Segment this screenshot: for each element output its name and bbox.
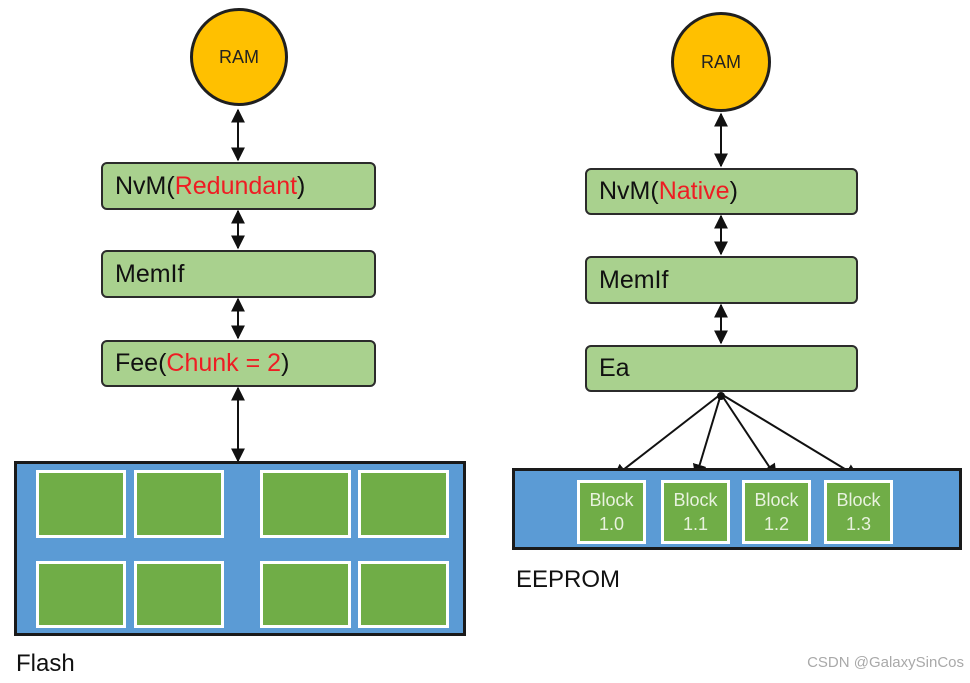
ram-node-eeprom: RAM <box>671 12 771 112</box>
flash-caption: Flash <box>16 650 75 677</box>
flash-cell <box>134 561 224 628</box>
block-label: Block <box>836 490 881 510</box>
flash-cell <box>358 561 449 628</box>
link-ea-block-1-1 <box>692 393 722 479</box>
memif-layer-flash: MemIf <box>101 250 376 298</box>
eeprom-memory: Block 1.0 Block 1.1 Block 1.2 Block 1.3 <box>512 468 962 550</box>
memif-layer-eeprom: MemIf <box>585 256 858 304</box>
eeprom-block: Block 1.3 <box>824 480 893 544</box>
block-label: Block <box>589 490 634 510</box>
watermark: CSDN @GalaxySinCos <box>807 654 964 671</box>
fee-suffix: ) <box>281 349 290 377</box>
flash-memory <box>14 461 466 636</box>
nvm-prefix-eeprom: NvM( <box>599 177 659 205</box>
eeprom-block: Block 1.1 <box>661 480 730 544</box>
fee-prefix: Fee( <box>115 349 167 377</box>
nvm-suffix-flash: ) <box>297 171 306 200</box>
nvm-mode-eeprom: Native <box>658 177 730 205</box>
block-label: Block <box>673 490 718 510</box>
nvm-prefix-flash: NvM( <box>115 171 175 200</box>
eeprom-caption: EEPROM <box>516 566 621 593</box>
memif-label-eeprom: MemIf <box>599 265 669 294</box>
flash-cell <box>36 470 126 538</box>
block-label: Block <box>754 490 799 510</box>
nvm-mode-flash: Redundant <box>174 171 298 200</box>
flash-cell <box>134 470 224 538</box>
ea-label: Ea <box>599 354 630 382</box>
flash-cell <box>36 561 126 628</box>
nvm-layer-flash: NvM(Redundant) <box>101 162 376 210</box>
link-ea-block-1-2 <box>720 393 777 479</box>
block-number: 1.0 <box>598 514 625 534</box>
ea-layer: Ea <box>585 345 858 392</box>
ram-label-flash: RAM <box>219 46 259 67</box>
flash-cell <box>358 470 449 538</box>
nvm-layer-eeprom: NvM(Native) <box>585 168 858 215</box>
link-ea-block-1-3 <box>720 393 860 478</box>
eeprom-block: Block 1.2 <box>742 480 811 544</box>
flash-cell <box>260 470 351 538</box>
fee-chunk: Chunk = 2 <box>166 349 282 377</box>
block-number: 1.2 <box>763 514 790 534</box>
link-ea-block-1-0 <box>612 393 722 478</box>
block-number: 1.1 <box>682 514 709 534</box>
eeprom-block: Block 1.0 <box>577 480 646 544</box>
ram-node-flash: RAM <box>190 8 288 106</box>
ea-fanout-dot <box>717 392 725 400</box>
fee-layer: Fee(Chunk = 2) <box>101 340 376 387</box>
ram-label-eeprom: RAM <box>701 51 741 72</box>
nvm-suffix-eeprom: ) <box>729 177 738 205</box>
memif-label-flash: MemIf <box>115 259 185 288</box>
flash-cell <box>260 561 351 628</box>
block-number: 1.3 <box>845 514 872 534</box>
